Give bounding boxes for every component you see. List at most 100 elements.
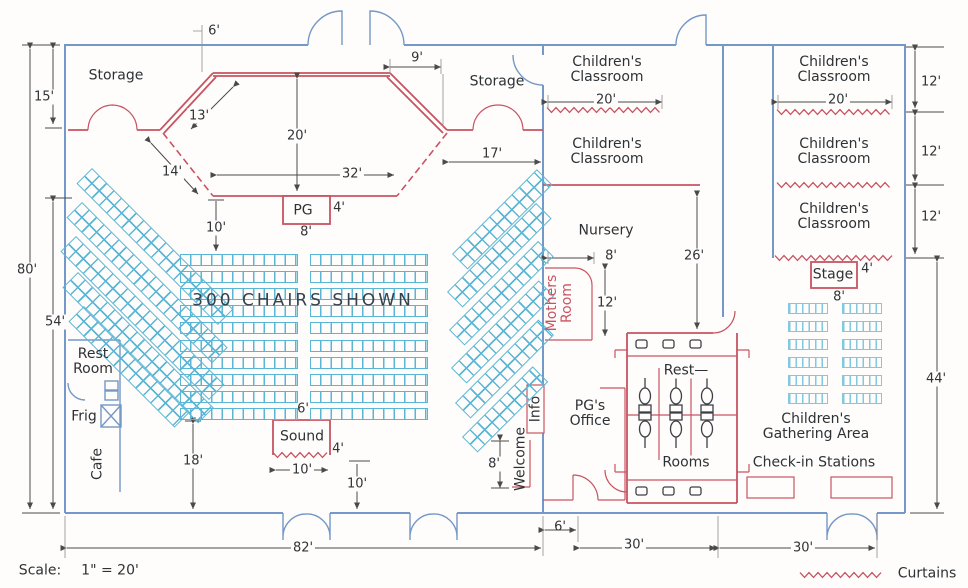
gathering-chair-row: [842, 339, 882, 350]
dim-8ft-welcome: 8': [486, 456, 502, 472]
restroom-fixtures-icons: [635, 339, 714, 496]
dim-32ft: 32': [339, 166, 365, 182]
dim-15ft: 15': [31, 89, 57, 105]
pg-office-walls: [543, 387, 626, 501]
dim-18ft: 18': [180, 453, 206, 469]
dim-30ft-right: 30': [790, 540, 816, 556]
curtains-legend-label: Curtains: [897, 565, 957, 582]
room-label-cafe: Cafe: [89, 448, 106, 480]
dim-6ft-top: 6': [208, 23, 220, 39]
pg-podium-box: [282, 195, 331, 225]
dim-8ft-pg: 8': [300, 224, 312, 240]
dim-14ft: 14': [159, 164, 185, 180]
door-arc-bottom-1: [282, 513, 331, 540]
gathering-chair-row: [788, 357, 828, 368]
dim-54ft: 54': [42, 314, 68, 330]
stage-box: [810, 261, 858, 289]
dim-4ft-pg: 4': [333, 200, 345, 216]
dim-12ft-mothers: 12': [594, 295, 620, 311]
dim-9ft: 9': [411, 50, 423, 66]
dim-17ft: 17': [481, 146, 503, 162]
info-desk-label: Info: [527, 395, 544, 423]
dim-30ft-mid: 30': [621, 537, 647, 553]
curtain-stage-right: [774, 254, 893, 262]
curtain-zigzags: [272, 106, 893, 579]
dim-44ft: 44': [923, 371, 949, 387]
gathering-chair-row: [842, 357, 882, 368]
curtain-classroom-r1: [776, 108, 890, 116]
dim-10ft-sound: 10': [289, 462, 315, 478]
dim-8ft-nursery: 8': [605, 248, 617, 264]
door-arc-hall-classroom: [512, 54, 544, 86]
dim-8ft-stage: 8': [833, 289, 845, 305]
chair-block-center-right: [310, 254, 428, 420]
dim-10ft-stage: 10': [203, 220, 229, 236]
door-arc-bottom-2: [409, 513, 458, 540]
dim-12ft-r3: 12': [920, 209, 942, 225]
dim-4ft-stage: 4': [861, 261, 873, 277]
gathering-chair-row: [842, 321, 882, 332]
door-arc-storage-right: [472, 104, 524, 131]
checkin-station-2: [830, 476, 893, 499]
pg-podium-label: PG: [293, 202, 313, 219]
door-arc-restrooms-bottom: [604, 469, 628, 493]
gathering-chair-row: [788, 339, 828, 350]
red-walls-and-doors: [68, 72, 893, 504]
room-label-storage-left: Storage: [88, 67, 144, 84]
gathering-chair-row: [842, 375, 882, 386]
room-label-nursery: Nursery: [578, 222, 634, 239]
door-arc-restroom-left: [67, 382, 86, 401]
door-arc-top-left2: [369, 10, 405, 46]
scale-value: 1" = 20': [81, 562, 139, 579]
gathering-chair-row: [788, 393, 828, 404]
restrooms-label-bottom: Rooms: [660, 454, 712, 471]
gathering-chair-row: [842, 303, 882, 314]
sound-booth-label: Sound: [279, 428, 325, 445]
dim-4ft-sound: 4': [332, 441, 344, 457]
door-arc-top-left: [307, 10, 343, 46]
room-label-frig: Frig: [71, 408, 97, 425]
dim-20ft-mid: 20': [593, 92, 619, 108]
door-arc-storage-left: [87, 104, 138, 131]
mothers-room-walls: [545, 267, 593, 341]
gathering-chair-row: [788, 303, 828, 314]
restroom-sink-fixture: [104, 380, 119, 391]
gathering-chair-row: [788, 321, 828, 332]
door-arc-restrooms-top: [712, 310, 736, 334]
toilet-pair-2: [669, 378, 683, 448]
dim-10ft-floor: 10': [344, 476, 370, 492]
dim-6ft-bottom: 6': [554, 519, 566, 535]
dim-82ft: 82': [290, 540, 316, 556]
curtain-classroom-mid: [546, 106, 660, 114]
checkin-stations-label: Check-in Stations: [752, 454, 876, 471]
welcome-counter: [512, 440, 531, 488]
dim-26ft: 26': [681, 248, 707, 264]
dim-80ft: 80': [14, 262, 40, 278]
curtain-sound-booth: [272, 451, 328, 459]
dim-20ft-right: 20': [825, 92, 851, 108]
frig-x-mark: [100, 404, 122, 428]
dim-13ft: 13': [186, 108, 212, 124]
curtain-legend-sample: [799, 571, 882, 579]
checkin-station-1: [746, 476, 795, 499]
curtain-diagonal-right: [396, 132, 448, 197]
toilet-pair-3: [700, 378, 714, 448]
scale-label: Scale:: [18, 562, 62, 579]
dim-6ft-sound: 6': [297, 401, 309, 417]
restrooms-walls: [626, 332, 738, 504]
door-arc-top-right: [675, 14, 707, 46]
dim-12ft-r2: 12': [920, 144, 942, 160]
dim-12ft-r1: 12': [920, 74, 942, 90]
gathering-chair-row: [788, 375, 828, 386]
sound-booth-box: [272, 419, 331, 455]
frig-box: [100, 404, 122, 428]
restroom-toilet-fixture: [104, 390, 119, 401]
door-arc-bottom-3: [826, 513, 878, 540]
welcome-counter-label: Welcome: [512, 426, 529, 492]
